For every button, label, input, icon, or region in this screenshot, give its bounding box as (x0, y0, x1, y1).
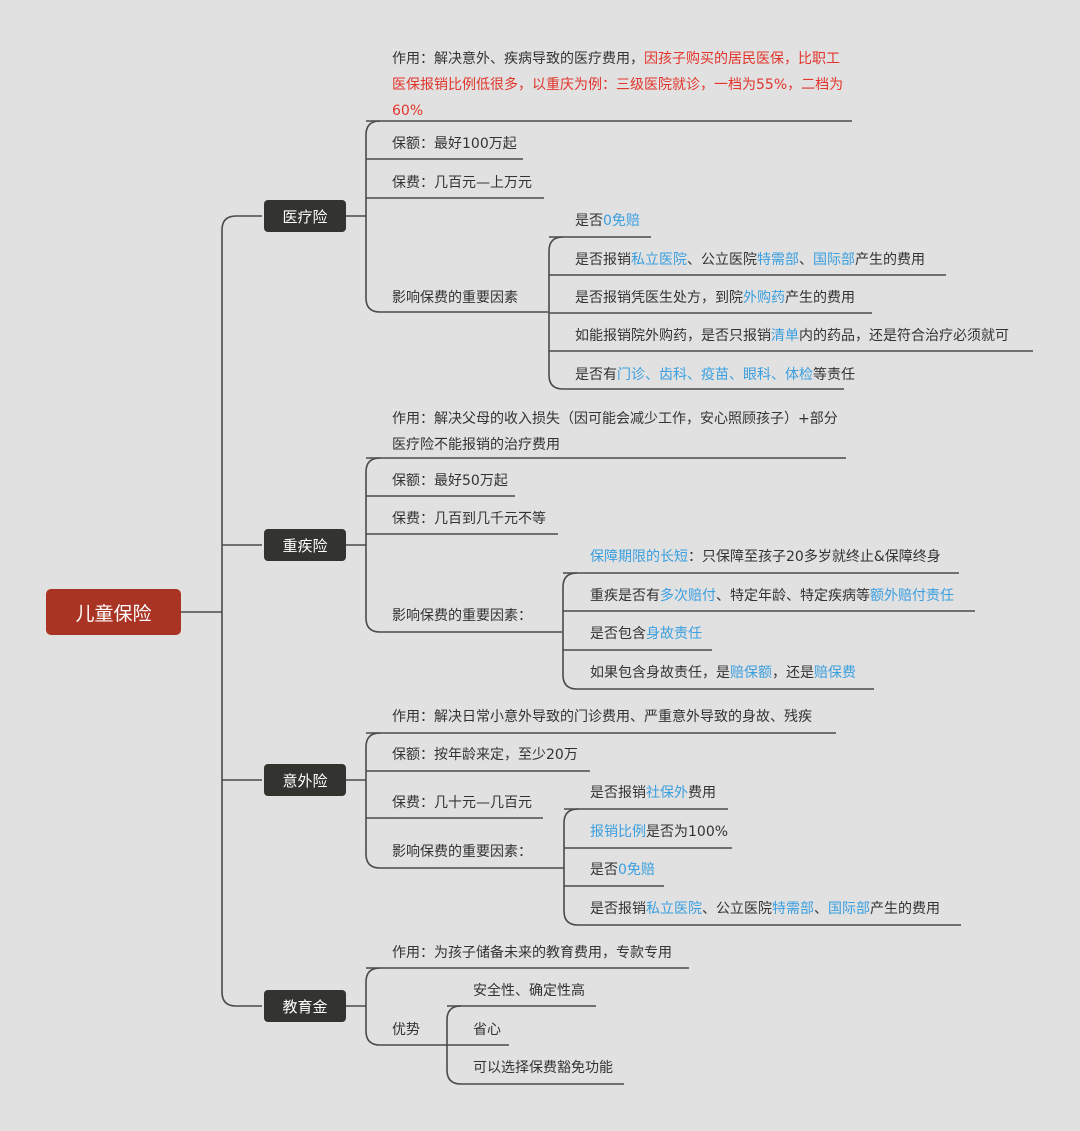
highlighted-text: 身故责任 (646, 626, 702, 642)
accident-coverage-note: 保额：按年龄来定，至少20万 (392, 746, 578, 764)
text-segment: 作用：解决日常小意外导致的门诊费用、严重意外导致的身故、残疾 (392, 709, 812, 725)
text-segment: 内的药品，还是符合治疗必须就可 (799, 328, 1009, 344)
accident-factor-item: 是否报销社保外费用 (590, 784, 716, 802)
text-segment: 保额：按年龄来定，至少20万 (392, 747, 578, 763)
highlighted-text: 私立医院 (631, 252, 687, 268)
text-segment: 保额：最好100万起 (392, 136, 517, 152)
text-segment: 是否为100% (646, 824, 729, 840)
text-segment: 保费：几百到几千元不等 (392, 511, 546, 527)
text-segment: 、公立医院 (687, 252, 757, 268)
branch-node-education[interactable]: 教育金 (264, 990, 346, 1022)
medical-factor-item: 是否报销凭医生处方，到院外购药产生的费用 (575, 289, 855, 307)
text-segment: 影响保费的重要因素： (392, 608, 532, 624)
text-segment: 产生的费用 (855, 252, 925, 268)
highlighted-text: 国际部 (828, 901, 870, 917)
medical-factor-item: 如能报销院外购药，是否只报销清单内的药品，还是符合治疗必须就可 (575, 327, 1009, 345)
highlighted-text: 赔保额 (730, 665, 772, 681)
medical-factors-title: 影响保费的重要因素 (392, 289, 518, 307)
education-advantage-item: 安全性、确定性高 (473, 982, 585, 1000)
text-segment: 等责任 (813, 367, 855, 383)
text-segment: 安全性、确定性高 (473, 983, 585, 999)
accident-factor-item: 是否报销私立医院、公立医院特需部、国际部产生的费用 (590, 900, 940, 918)
text-segment: 产生的费用 (870, 901, 940, 917)
text-segment: 费用 (688, 785, 716, 801)
medical-factor-item: 是否报销私立医院、公立医院特需部、国际部产生的费用 (575, 251, 925, 269)
critical-premium-note: 保费：几百到几千元不等 (392, 510, 546, 528)
medical-premium-note: 保费：几百元—上万元 (392, 174, 532, 192)
critical-purpose-note: 作用：解决父母的收入损失（因可能会减少工作，安心照顾孩子）+部分医疗险不能报销的… (392, 406, 848, 458)
accident-factor-item: 报销比例是否为100% (590, 823, 728, 841)
text-segment: 是否 (590, 862, 618, 878)
medical-factor-item: 是否有门诊、齿科、疫苗、眼科、体检等责任 (575, 366, 855, 384)
critical-factor-item: 是否包含身故责任 (590, 625, 702, 643)
text-segment: 是否有 (575, 367, 617, 383)
text-segment: ，还是 (772, 665, 814, 681)
text-segment: 、公立医院 (702, 901, 772, 917)
root-node[interactable]: 儿童保险 (46, 589, 181, 635)
critical-factor-item: 重疾是否有多次赔付、特定年龄、特定疾病等额外赔付责任 (590, 587, 954, 605)
highlighted-text: 外购药 (743, 290, 785, 306)
critical-factors-title: 影响保费的重要因素： (392, 607, 532, 625)
text-segment: 保费：几百元—上万元 (392, 175, 532, 191)
highlighted-text: 因孩子购买的居民医保，比职工医保报销比例低很多，以重庆为例：三级医院就诊，一档为… (392, 51, 844, 119)
medical-factor-item: 是否0免赔 (575, 212, 640, 230)
accident-premium-note: 保费：几十元—几百元 (392, 794, 532, 812)
text-segment: 优势 (392, 1022, 420, 1038)
text-segment: 作用：解决父母的收入损失（因可能会减少工作，安心照顾孩子）+部分医疗险不能报销的… (392, 411, 838, 453)
education-purpose-note: 作用：为孩子储备未来的教育费用，专款专用 (392, 944, 672, 962)
medical-purpose-note: 作用：解决意外、疾病导致的医疗费用，因孩子购买的居民医保，比职工医保报销比例低很… (392, 46, 850, 124)
highlighted-text: 0免赔 (618, 862, 655, 878)
text-segment: 省心 (473, 1022, 501, 1038)
highlighted-text: 清单 (771, 328, 799, 344)
branch-node-medical[interactable]: 医疗险 (264, 200, 346, 232)
text-segment: 保额：最好50万起 (392, 473, 508, 489)
text-segment: 产生的费用 (785, 290, 855, 306)
text-segment: 、 (814, 901, 828, 917)
highlighted-text: 保障期限的长短 (590, 549, 688, 565)
text-segment: 、特定年龄、特定疾病等 (716, 588, 870, 604)
highlighted-text: 多次赔付 (660, 588, 716, 604)
text-segment: 是否报销 (590, 785, 646, 801)
text-segment: 是否报销 (575, 252, 631, 268)
text-segment: 保费：几十元—几百元 (392, 795, 532, 811)
branch-node-critical-illness[interactable]: 重疾险 (264, 529, 346, 561)
highlighted-text: 私立医院 (646, 901, 702, 917)
text-segment: 作用：解决意外、疾病导致的医疗费用， (392, 51, 644, 67)
text-segment: 如果包含身故责任，是 (590, 665, 730, 681)
highlighted-text: 赔保费 (814, 665, 856, 681)
text-segment: 是否报销 (590, 901, 646, 917)
text-segment: 是否 (575, 213, 603, 229)
text-segment: 重疾是否有 (590, 588, 660, 604)
text-segment: 可以选择保费豁免功能 (473, 1060, 613, 1076)
text-segment: 、 (799, 252, 813, 268)
critical-coverage-note: 保额：最好50万起 (392, 472, 508, 490)
highlighted-text: 特需部 (757, 252, 799, 268)
text-segment: ：只保障至孩子20多岁就终止&保障终身 (688, 549, 941, 565)
highlighted-text: 国际部 (813, 252, 855, 268)
text-segment: 如能报销院外购药，是否只报销 (575, 328, 771, 344)
text-segment: 影响保费的重要因素 (392, 290, 518, 306)
text-segment: 影响保费的重要因素： (392, 844, 532, 860)
accident-factors-title: 影响保费的重要因素： (392, 843, 532, 861)
education-advantage-item: 可以选择保费豁免功能 (473, 1059, 613, 1077)
text-segment: 是否报销凭医生处方，到院 (575, 290, 743, 306)
education-advantage-item: 省心 (473, 1021, 501, 1039)
critical-factor-item: 如果包含身故责任，是赔保额，还是赔保费 (590, 664, 856, 682)
highlighted-text: 报销比例 (590, 824, 646, 840)
highlighted-text: 0免赔 (603, 213, 640, 229)
branch-node-accident[interactable]: 意外险 (264, 764, 346, 796)
critical-factor-item: 保障期限的长短：只保障至孩子20多岁就终止&保障终身 (590, 548, 941, 566)
highlighted-text: 社保外 (646, 785, 688, 801)
highlighted-text: 特需部 (772, 901, 814, 917)
text-segment: 作用：为孩子储备未来的教育费用，专款专用 (392, 945, 672, 961)
accident-purpose-note: 作用：解决日常小意外导致的门诊费用、严重意外导致的身故、残疾 (392, 708, 812, 726)
text-segment: 是否包含 (590, 626, 646, 642)
highlighted-text: 额外赔付责任 (870, 588, 954, 604)
education-advantages-title: 优势 (392, 1021, 420, 1039)
medical-coverage-note: 保额：最好100万起 (392, 135, 517, 153)
highlighted-text: 门诊、齿科、疫苗、眼科、体检 (617, 367, 813, 383)
accident-factor-item: 是否0免赔 (590, 861, 655, 879)
